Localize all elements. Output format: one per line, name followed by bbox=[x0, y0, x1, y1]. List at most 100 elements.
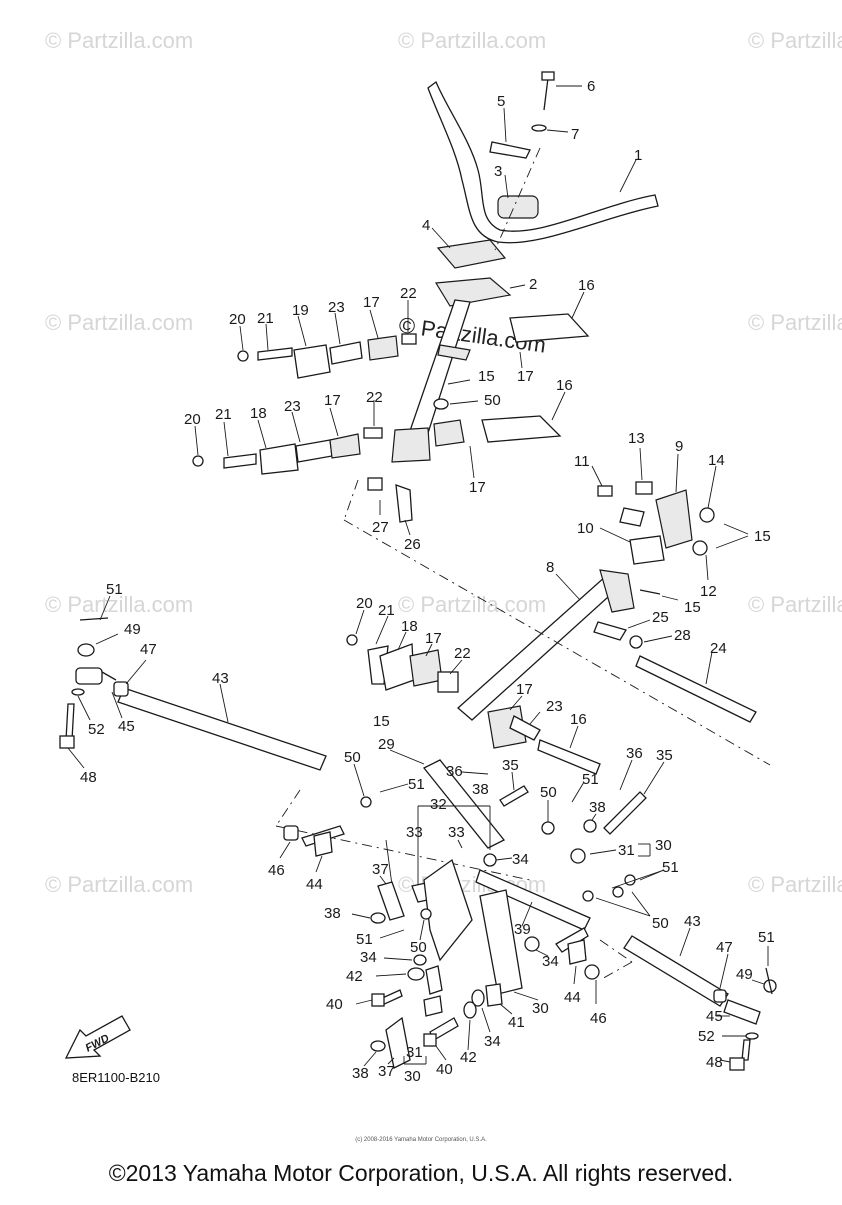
pin bbox=[257, 347, 293, 361]
collar bbox=[377, 881, 405, 921]
watermark: © Partzilla.com bbox=[748, 872, 842, 897]
link bbox=[329, 341, 363, 365]
ball-joint bbox=[395, 484, 413, 523]
bolt-head bbox=[729, 1057, 745, 1071]
bolt bbox=[741, 1039, 751, 1061]
callout-47: 47 bbox=[716, 939, 733, 956]
callout-40: 40 bbox=[326, 996, 343, 1013]
link-plate bbox=[259, 443, 299, 475]
callout-13: 13 bbox=[628, 430, 645, 447]
column-top-plate bbox=[434, 277, 512, 307]
nut bbox=[584, 964, 600, 980]
callout-16: 16 bbox=[570, 711, 587, 728]
callout-51: 51 bbox=[582, 771, 599, 788]
pin bbox=[223, 453, 257, 469]
tie-rod bbox=[635, 655, 757, 723]
callout-32: 32 bbox=[430, 796, 447, 813]
fwd-arrow: FWD bbox=[64, 1015, 131, 1059]
callout-22: 22 bbox=[454, 645, 471, 662]
callout-48: 48 bbox=[80, 769, 97, 786]
callout-23: 23 bbox=[328, 299, 345, 316]
collar bbox=[423, 995, 443, 1017]
callout-52: 52 bbox=[698, 1028, 715, 1045]
callout-23: 23 bbox=[546, 698, 563, 715]
callout-37: 37 bbox=[378, 1063, 395, 1080]
bolt bbox=[597, 485, 613, 497]
collar bbox=[385, 1016, 411, 1069]
callout-4: 4 bbox=[422, 217, 430, 234]
callout-39: 39 bbox=[514, 921, 531, 938]
washer bbox=[370, 912, 386, 924]
callout-30: 30 bbox=[404, 1068, 421, 1085]
callout-51: 51 bbox=[356, 931, 373, 948]
callout-35: 35 bbox=[656, 747, 673, 764]
nut bbox=[692, 540, 708, 556]
watermark: © Partzilla.com bbox=[45, 872, 193, 897]
callout-45: 45 bbox=[118, 718, 135, 735]
callout-38: 38 bbox=[352, 1065, 369, 1082]
callout-44: 44 bbox=[564, 989, 581, 1006]
callout-3: 3 bbox=[494, 163, 502, 180]
central-linkage bbox=[279, 609, 665, 1069]
callout-17: 17 bbox=[516, 681, 533, 698]
callout-labels: 1 2 3 4 5 6 7 8 9 10 11 12 13 14 15 15 1… bbox=[80, 78, 775, 1085]
callout-51: 51 bbox=[758, 929, 775, 946]
callout-8: 8 bbox=[546, 559, 554, 576]
bolt-head bbox=[59, 735, 75, 749]
long-bolt bbox=[509, 313, 590, 343]
washer bbox=[483, 853, 497, 867]
callout-23: 23 bbox=[284, 398, 301, 415]
callout-16: 16 bbox=[578, 277, 595, 294]
callout-29: 29 bbox=[378, 736, 395, 753]
callout-17: 17 bbox=[324, 392, 341, 409]
callout-14: 14 bbox=[708, 452, 725, 469]
nut bbox=[77, 643, 95, 657]
callout-30: 30 bbox=[655, 837, 672, 854]
callout-20: 20 bbox=[356, 595, 373, 612]
callout-47: 47 bbox=[140, 641, 157, 658]
nut bbox=[612, 886, 624, 898]
callout-15: 15 bbox=[373, 713, 390, 730]
callout-31: 31 bbox=[618, 842, 635, 859]
callout-2: 2 bbox=[529, 276, 537, 293]
bracket bbox=[655, 489, 693, 549]
callout-31: 31 bbox=[406, 1044, 423, 1061]
callout-44: 44 bbox=[306, 876, 323, 893]
callout-19: 19 bbox=[292, 302, 309, 319]
collar bbox=[113, 681, 129, 697]
washer bbox=[407, 967, 425, 981]
lower-handlebar-holder bbox=[436, 239, 507, 269]
column-lower-end bbox=[391, 427, 431, 463]
watermark: © Partzilla.com bbox=[45, 592, 193, 617]
callout-45: 45 bbox=[706, 1008, 723, 1025]
collar bbox=[713, 989, 727, 1003]
bushing-holder bbox=[329, 433, 361, 459]
callout-5: 5 bbox=[497, 93, 505, 110]
callout-46: 46 bbox=[268, 862, 285, 879]
watermark: © Partzilla.com bbox=[45, 310, 193, 335]
callout-37: 37 bbox=[372, 861, 389, 878]
washer bbox=[370, 1040, 386, 1052]
callout-42: 42 bbox=[346, 968, 363, 985]
callout-12: 12 bbox=[700, 583, 717, 600]
upper-handlebar-holder bbox=[497, 195, 539, 219]
callout-40: 40 bbox=[436, 1061, 453, 1078]
collar bbox=[437, 671, 459, 693]
handlebar-assembly bbox=[427, 71, 659, 269]
callout-50: 50 bbox=[652, 915, 669, 932]
watermarks: © Partzilla.com © Partzilla.com © Partzi… bbox=[45, 28, 842, 897]
callout-10: 10 bbox=[577, 520, 594, 537]
washer bbox=[531, 124, 547, 132]
callout-18: 18 bbox=[401, 618, 418, 635]
small-copyright: (c) 2008-2016 Yamaha Motor Corporation, … bbox=[355, 1137, 487, 1143]
tie-rod-tube bbox=[117, 687, 327, 771]
steering-arm bbox=[423, 858, 473, 962]
cross-shaft bbox=[457, 569, 757, 723]
nut bbox=[629, 635, 643, 649]
washer bbox=[71, 688, 85, 696]
lower-link-row bbox=[192, 379, 566, 479]
plate bbox=[489, 141, 531, 159]
callout-26: 26 bbox=[404, 536, 421, 553]
